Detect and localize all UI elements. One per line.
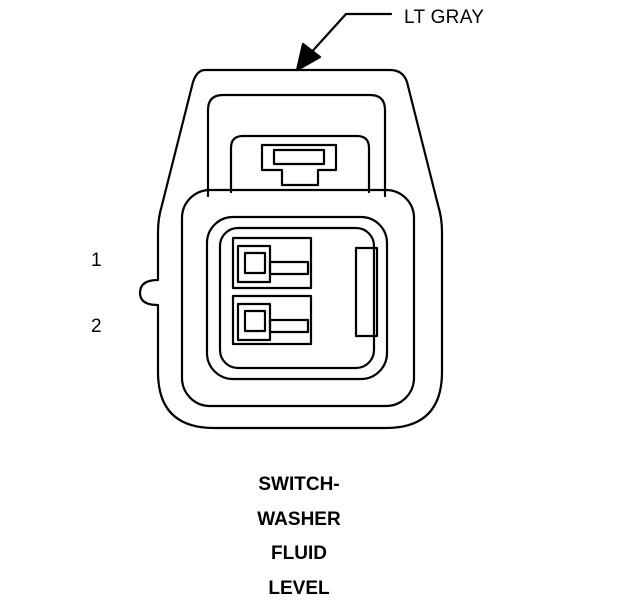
cavity-inner: [220, 228, 374, 368]
pin-number-1: 1: [91, 250, 102, 272]
wire-color-label: LT GRAY: [404, 7, 484, 29]
locking-tab: [262, 145, 336, 185]
caption-line: SWITCH-: [199, 468, 399, 503]
caption-line: WASHER: [199, 503, 399, 538]
terminal-2: [233, 296, 311, 344]
pin-number-2: 2: [91, 316, 102, 338]
terminal-1: [233, 238, 311, 288]
caption-line: LEVEL: [199, 572, 399, 606]
caption-line: FLUID: [199, 537, 399, 572]
connector-outer-shell: [140, 70, 442, 428]
connector-caption: SWITCH- WASHER FLUID LEVEL: [199, 468, 399, 606]
color-leader: [297, 14, 391, 70]
